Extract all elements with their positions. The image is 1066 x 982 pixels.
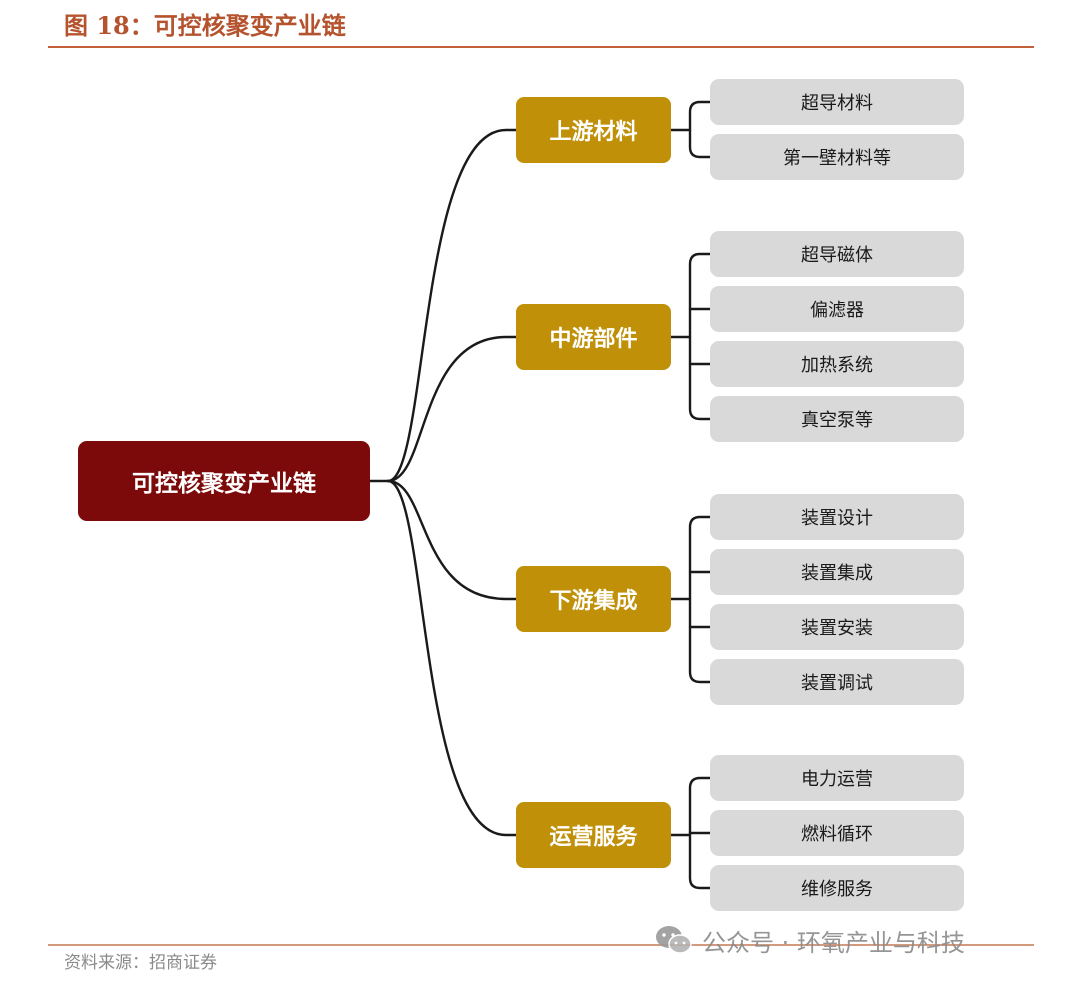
leaf-node: 装置调试 bbox=[710, 659, 964, 705]
category-node: 运营服务 bbox=[516, 802, 671, 868]
leaf-node: 电力运营 bbox=[710, 755, 964, 801]
branch-connector bbox=[386, 479, 518, 837]
wechat-icon bbox=[656, 926, 692, 954]
leaf-node: 维修服务 bbox=[710, 865, 964, 911]
source-note: 资料来源：招商证券 bbox=[64, 953, 217, 973]
brace-connector bbox=[688, 100, 712, 159]
root-node: 可控核聚变产业链 bbox=[78, 441, 370, 521]
branch-connector bbox=[386, 335, 518, 483]
leaf-node: 真空泵等 bbox=[710, 396, 964, 442]
leaf-node: 超导材料 bbox=[710, 79, 964, 125]
leaf-node: 超导磁体 bbox=[710, 231, 964, 277]
figure-title: 图 18：可控核聚变产业链 bbox=[64, 11, 346, 40]
leaf-node: 偏滤器 bbox=[710, 286, 964, 332]
leaf-node: 装置集成 bbox=[710, 549, 964, 595]
category-node: 上游材料 bbox=[516, 97, 671, 163]
watermark-text: 公众号 · 环氧产业与科技 bbox=[702, 928, 965, 957]
watermark: 公众号 · 环氧产业与科技 bbox=[654, 920, 965, 960]
brace-connector bbox=[688, 252, 712, 421]
leaf-node: 燃料循环 bbox=[710, 810, 964, 856]
branch-connector bbox=[386, 128, 518, 483]
category-node: 中游部件 bbox=[516, 304, 671, 370]
category-node: 下游集成 bbox=[516, 566, 671, 632]
branch-connector bbox=[386, 479, 518, 601]
leaf-node: 加热系统 bbox=[710, 341, 964, 387]
leaf-node: 第一壁材料等 bbox=[710, 134, 964, 180]
leaf-node: 装置安装 bbox=[710, 604, 964, 650]
leaf-node: 装置设计 bbox=[710, 494, 964, 540]
source-divider bbox=[48, 944, 1034, 946]
brace-connector bbox=[688, 515, 712, 684]
title-divider bbox=[48, 46, 1034, 48]
